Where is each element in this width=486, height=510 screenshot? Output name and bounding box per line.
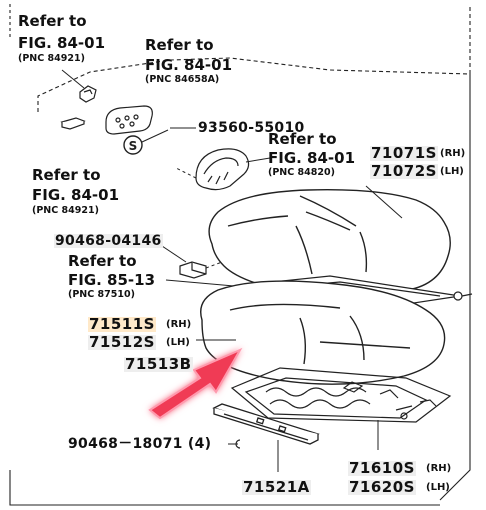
circled-s-icon: S bbox=[123, 135, 143, 155]
part-71071s-side: (RH) bbox=[440, 148, 466, 159]
ref-5-fig: FIG. 85-13 bbox=[68, 271, 156, 289]
part-71512s: 71512S bbox=[88, 333, 156, 351]
seat-cushion-pad bbox=[200, 280, 446, 385]
part-71511s: 71511S bbox=[88, 315, 156, 333]
ref-3-fig: FIG. 84-01 bbox=[32, 186, 120, 204]
part-90468-04146: 90468-04146 bbox=[54, 233, 163, 249]
ref-1-pnc: (PNC 84921) bbox=[18, 53, 85, 64]
ref-4-fig: FIG. 84-01 bbox=[268, 149, 356, 167]
part-71620s-side: (LH) bbox=[426, 482, 450, 493]
part-71610s-side: (RH) bbox=[426, 463, 452, 474]
ref-2-fig: FIG. 84-01 bbox=[145, 56, 233, 74]
ref-4-title: Refer to bbox=[268, 130, 337, 148]
knob-part-icon bbox=[195, 148, 250, 191]
part-71620s: 71620S bbox=[348, 478, 416, 496]
ref-4-pnc: (PNC 84820) bbox=[268, 167, 335, 178]
seat-cover-upper bbox=[208, 189, 451, 298]
part-71072s: 71072S bbox=[370, 162, 438, 180]
part-71511s-side: (RH) bbox=[166, 319, 192, 330]
ref-5-title: Refer to bbox=[68, 252, 137, 270]
leader-line bbox=[61, 69, 85, 89]
ref-1-title: Refer to bbox=[18, 12, 87, 30]
slider-part-icon bbox=[60, 117, 86, 130]
seat-base-rail bbox=[212, 403, 320, 445]
clip-bracket-icon bbox=[179, 261, 207, 279]
ref-2-pnc: (PNC 84658A) bbox=[145, 74, 220, 85]
clip-part-icon bbox=[79, 85, 97, 103]
assembly-frame bbox=[9, 4, 471, 506]
part-71512s-side: (LH) bbox=[166, 337, 190, 348]
s-symbol-text: S bbox=[129, 139, 138, 153]
ref-5-pnc: (PNC 87510) bbox=[68, 289, 135, 300]
leader-line bbox=[141, 129, 169, 143]
ref-2-title: Refer to bbox=[145, 36, 214, 54]
ref-3-title: Refer to bbox=[32, 166, 101, 184]
leader-line bbox=[175, 167, 197, 179]
part-71610s: 71610S bbox=[348, 459, 416, 477]
leader-line bbox=[205, 261, 223, 269]
part-71072s-side: (LH) bbox=[440, 166, 464, 177]
pointer-arrow-icon bbox=[148, 347, 243, 420]
ref-3-pnc: (PNC 84921) bbox=[32, 205, 99, 216]
part-90468-18071: 90468－18071 (4) bbox=[68, 436, 212, 452]
part-71521a: 71521A bbox=[242, 478, 311, 496]
screw-icon bbox=[235, 439, 241, 449]
cover-plate-icon bbox=[105, 105, 153, 135]
part-71071s: 71071S bbox=[370, 144, 438, 162]
part-93560-55010: 93560-55010 bbox=[198, 120, 305, 136]
ref-1-fig: FIG. 84-01 bbox=[18, 34, 106, 52]
leader-line bbox=[245, 157, 271, 163]
leader-line bbox=[165, 279, 235, 287]
part-71513b: 71513B bbox=[124, 355, 193, 373]
leader-line bbox=[365, 185, 403, 219]
